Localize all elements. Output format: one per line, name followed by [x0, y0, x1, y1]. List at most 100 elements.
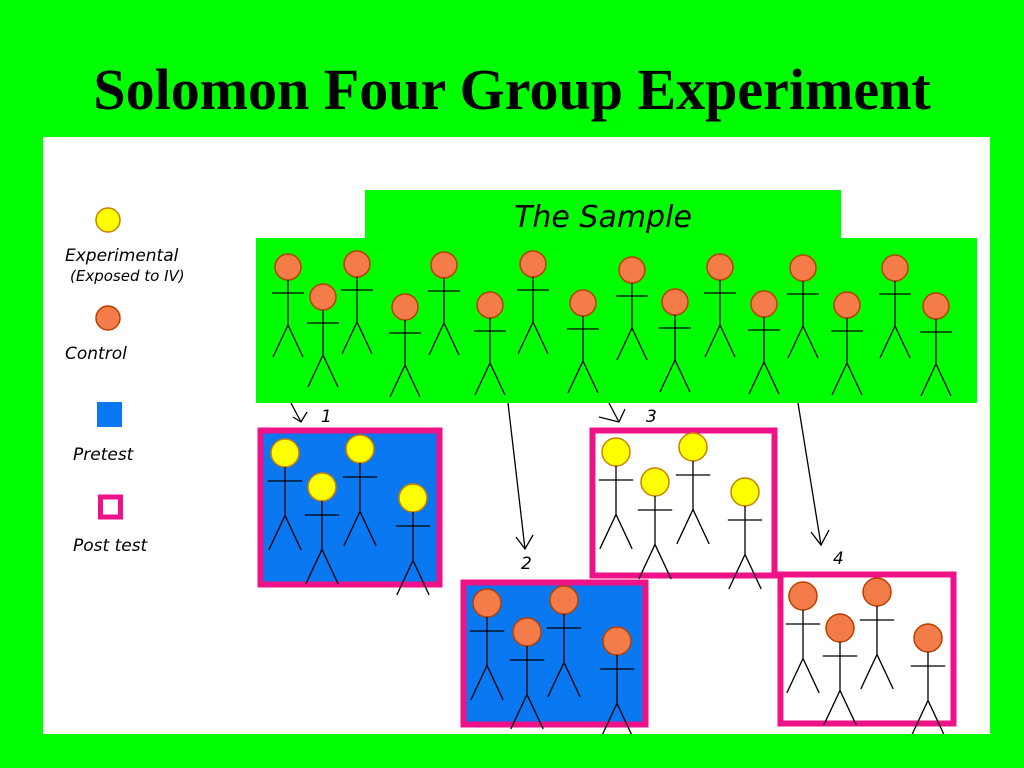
sample-person-11-head	[706, 253, 734, 281]
sample-person-1-head	[274, 253, 302, 281]
group-4-person-2-head	[825, 613, 855, 643]
sample-label: The Sample	[514, 200, 692, 235]
group-4-person-4-body	[910, 652, 946, 734]
group-2-person-2-body	[509, 646, 545, 730]
group-1-person-2-body	[304, 501, 340, 585]
group-4-person-3	[859, 577, 895, 690]
group-4-person-4-head	[913, 623, 943, 653]
group-1-person-3-head	[345, 434, 375, 464]
group-4-person-3-head	[862, 577, 892, 607]
arrow-3-head	[598, 408, 626, 423]
sample-person-6-body	[474, 318, 506, 396]
group-3-person-1-body	[598, 466, 634, 550]
legend-control-icon	[95, 305, 121, 331]
sample-person-13	[787, 254, 819, 359]
sample-person-11	[704, 253, 736, 358]
group-4-person-3-body	[859, 606, 895, 690]
sample-person-5	[428, 251, 460, 356]
group-2-person-4-head	[602, 626, 632, 656]
arrow-4-head	[810, 529, 830, 547]
sample-person-4	[389, 293, 421, 398]
group-3-person-1	[598, 437, 634, 550]
group-1-person-4-body	[395, 512, 431, 596]
group-1-person-1-head	[270, 438, 300, 468]
group-3-person-3-head	[678, 432, 708, 462]
sample-person-12	[748, 290, 780, 395]
group-1-label: 1	[321, 407, 332, 427]
sample-person-6	[474, 291, 506, 396]
group-1-person-3	[342, 434, 378, 547]
sample-person-15	[879, 254, 911, 359]
group-1-person-4	[395, 483, 431, 596]
sample-people	[272, 250, 952, 398]
sample-person-14-head	[833, 291, 861, 319]
sample-person-10-head	[661, 288, 689, 316]
group-2-person-4	[599, 626, 635, 734]
sample-person-12-head	[750, 290, 778, 318]
group-1-person-1-body	[267, 467, 303, 551]
group-3-person-2	[637, 467, 673, 580]
sample-person-7-body	[517, 277, 549, 355]
sample-person-1	[272, 253, 304, 358]
slide-title: Solomon Four Group Experiment	[93, 57, 931, 122]
group-1-person-2-head	[307, 472, 337, 502]
solomon-diagram: The Sample Experimental (Exposed to IV) …	[65, 190, 977, 734]
group-4-person-2	[822, 613, 858, 726]
sample-person-3	[341, 250, 373, 355]
group-4-person-2-body	[822, 642, 858, 726]
group-2-person-2	[509, 617, 545, 730]
sample-person-11-body	[704, 280, 736, 358]
sample-person-4-head	[391, 293, 419, 321]
group-3-person-4-body	[727, 506, 763, 590]
group-3-person-2-body	[637, 496, 673, 580]
sample-person-2-head	[309, 283, 337, 311]
sample-person-8-head	[569, 289, 597, 317]
legend-control-label: Control	[65, 344, 127, 364]
group-4-person-4	[910, 623, 946, 734]
group-2-person-2-head	[512, 617, 542, 647]
sample-person-8	[567, 289, 599, 394]
group-3-person-1-head	[601, 437, 631, 467]
arrow-2-head	[515, 534, 534, 551]
sample-person-9-body	[616, 283, 648, 361]
group-2-person-3	[546, 585, 582, 698]
group-3-person-4	[727, 477, 763, 590]
sample-person-3-head	[343, 250, 371, 278]
sample-person-5-head	[430, 251, 458, 279]
group-3-person-2-head	[640, 467, 670, 497]
sample-person-7	[517, 250, 549, 355]
group-2-person-4-body	[599, 655, 635, 734]
group-2-person-1-head	[472, 588, 502, 618]
sample-person-13-head	[789, 254, 817, 282]
sample-person-6-head	[476, 291, 504, 319]
legend-pretest-icon	[97, 402, 122, 427]
group-3-person-3	[675, 432, 711, 545]
group-1-person-2	[304, 472, 340, 585]
group-2-person-1	[469, 588, 505, 701]
group-2-person-3-head	[549, 585, 579, 615]
group-4-label: 4	[833, 549, 844, 569]
group-2-person-1-body	[469, 617, 505, 701]
group-4-person-1-head	[788, 581, 818, 611]
group-1-person-3-body	[342, 463, 378, 547]
sample-person-9-head	[618, 256, 646, 284]
sample-person-2	[307, 283, 339, 388]
group-4-person-1-body	[785, 610, 821, 694]
sample-person-10-body	[659, 315, 691, 393]
sample-person-5-body	[428, 278, 460, 356]
legend-pretest-label: Pretest	[73, 445, 135, 465]
sample-person-1-body	[272, 280, 304, 358]
group-3-person-3-body	[675, 461, 711, 545]
group-2-person-3-body	[546, 614, 582, 698]
sample-person-8-body	[567, 316, 599, 394]
sample-person-2-body	[307, 310, 339, 388]
group-people	[267, 432, 946, 734]
sample-person-3-body	[341, 277, 373, 355]
sample-person-15-body	[879, 281, 911, 359]
legend-posttest-icon	[98, 494, 123, 520]
group-1-person-4-head	[398, 483, 428, 513]
arrow-3	[608, 402, 620, 423]
arrow-1-head	[292, 411, 308, 423]
sample-person-14	[831, 291, 863, 396]
sample-person-16-body	[920, 319, 952, 397]
